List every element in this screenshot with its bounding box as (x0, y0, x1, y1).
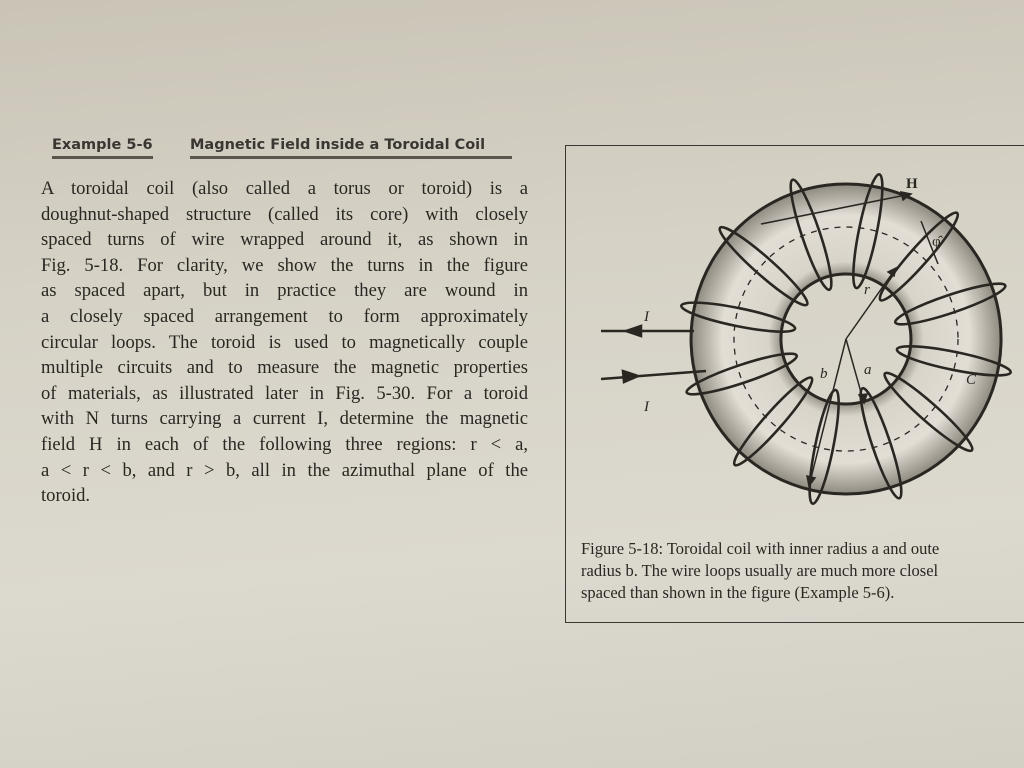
label-phi: φ̂ (932, 234, 944, 250)
label-C: C (966, 372, 977, 388)
wire-loop (893, 282, 1007, 326)
toroid-core (689, 182, 1003, 496)
label-I-out: I (643, 399, 650, 415)
text-line: with N turns carrying a current I, deter… (41, 408, 528, 430)
contour-c (733, 226, 959, 452)
wire-loop (852, 173, 884, 290)
text-line: A toroidal coil (also called a torus or … (41, 178, 528, 199)
current-leads (600, 324, 707, 384)
wire-loop (718, 225, 809, 307)
caption-line: radius b. The wire loops usually are muc… (581, 561, 939, 580)
wire-loop (883, 371, 974, 453)
wire-loop (878, 211, 960, 302)
text-line: Fig. 5-18. For clarity, we show the turn… (41, 254, 528, 276)
label-a: a (864, 362, 872, 378)
example-body: A toroidal coil (also called a torus or … (41, 176, 528, 509)
label-H: H (906, 176, 918, 192)
wire-loop (808, 388, 840, 505)
wire-loop (685, 352, 799, 396)
figure-5-18: H φ̂ r b a C I I Figure 5-18: Toroidal c… (565, 145, 1024, 623)
wire-loop (680, 301, 797, 333)
caption-line: Figure 5-18: Toroidal coil with inner ra… (581, 539, 940, 558)
label-b: b (820, 366, 828, 382)
label-r: r (864, 282, 870, 298)
radius-arrows (760, 191, 939, 488)
text-line: a < r < b, and r > b, all in the azimuth… (41, 459, 528, 481)
example-label: Example 5-6 (52, 137, 153, 159)
example-heading: Example 5-6 Magnetic Field inside a Toro… (52, 137, 512, 163)
figure-caption: Figure 5-18: Toroidal coil with inner ra… (581, 538, 1024, 604)
caption-line: spaced than shown in the figure (Example… (581, 583, 895, 602)
wire-loop (859, 386, 903, 500)
text-line: field H in each of the following three r… (41, 433, 528, 455)
text-line: multiple circuits and to measure the mag… (41, 357, 528, 379)
label-I-in: I (643, 309, 650, 325)
example-title: Magnetic Field inside a Toroidal Coil (190, 137, 512, 159)
text-line: toroid. (41, 485, 91, 507)
wire-loop (789, 178, 833, 292)
toroid-diagram: H φ̂ r b a C I I (600, 173, 1012, 505)
wire-loops (680, 173, 1012, 505)
text-line: circular loops. The toroid is used to ma… (41, 331, 528, 353)
wire-loop (732, 376, 814, 467)
text-line: spaced turns of wire wrapped around it, … (41, 229, 528, 251)
text-line: a closely spaced arrangement to form app… (41, 305, 528, 327)
text-line: of materials, as illustrated later in Fi… (41, 382, 528, 404)
text-line: doughnut-shaped structure (called its co… (41, 203, 528, 225)
text-line: as spaced apart, but in practice they ar… (41, 280, 528, 302)
wire-loop (895, 345, 1012, 377)
